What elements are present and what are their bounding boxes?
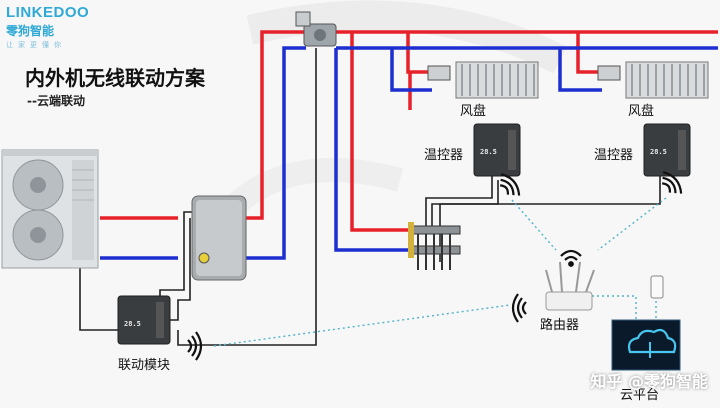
cold-water-pipes <box>100 46 718 260</box>
outdoor-heat-pump-unit <box>1 149 99 269</box>
background-decoration <box>221 158 404 219</box>
linkage-module-label: 联动模块 <box>118 358 171 373</box>
thermostat-2-label: 温控器 <box>594 148 634 163</box>
linkage-module-device: 28.5 <box>117 295 171 345</box>
linkage-module-reading: 28.5 <box>124 320 141 328</box>
fan-coil-2-label: 风盘 <box>628 104 655 119</box>
thermostat-2: 28.5 <box>643 123 691 177</box>
wireless-links <box>213 197 667 347</box>
brand-chinese-name: 零狗智能 <box>6 24 55 38</box>
hot-water-pipes <box>100 30 718 232</box>
fan-coil-unit-1 <box>427 61 539 99</box>
thermostat-2-reading: 28.5 <box>650 148 667 156</box>
zhihu-watermark: 知乎 @零狗智能 <box>590 372 708 391</box>
router-label: 路由器 <box>540 318 580 333</box>
water-tank <box>191 195 247 281</box>
wireless-signal-icon <box>511 293 527 323</box>
circulation-pump <box>295 11 337 47</box>
diagram-title: 内外机无线联动方案 <box>25 66 205 90</box>
background-decoration <box>246 0 567 74</box>
router-device <box>545 261 595 311</box>
thermostat-1-reading: 28.5 <box>480 148 497 156</box>
wireless-signal-icon <box>187 331 203 361</box>
wireless-signal-icon <box>661 171 683 194</box>
thermostat-1-label: 温控器 <box>424 148 464 163</box>
wireless-signal-icon <box>499 173 521 196</box>
brand-logo: LINKEDOO 零狗智能 让家更懂你 <box>6 4 89 50</box>
brand-name: LINKEDOO <box>6 4 90 21</box>
fan-coil-unit-2 <box>597 61 709 99</box>
thermostat-1: 28.5 <box>473 123 521 177</box>
fan-coil-1-label: 风盘 <box>460 104 487 119</box>
diagram-subtitle: --云端联动 <box>27 94 85 108</box>
phone-device <box>650 275 664 299</box>
brand-tagline: 让家更懂你 <box>6 41 66 49</box>
water-manifold <box>408 222 461 270</box>
wifi-icon <box>560 249 582 267</box>
cloud-platform-label: 云平台 <box>620 388 660 403</box>
cloud-platform-box <box>611 319 681 371</box>
